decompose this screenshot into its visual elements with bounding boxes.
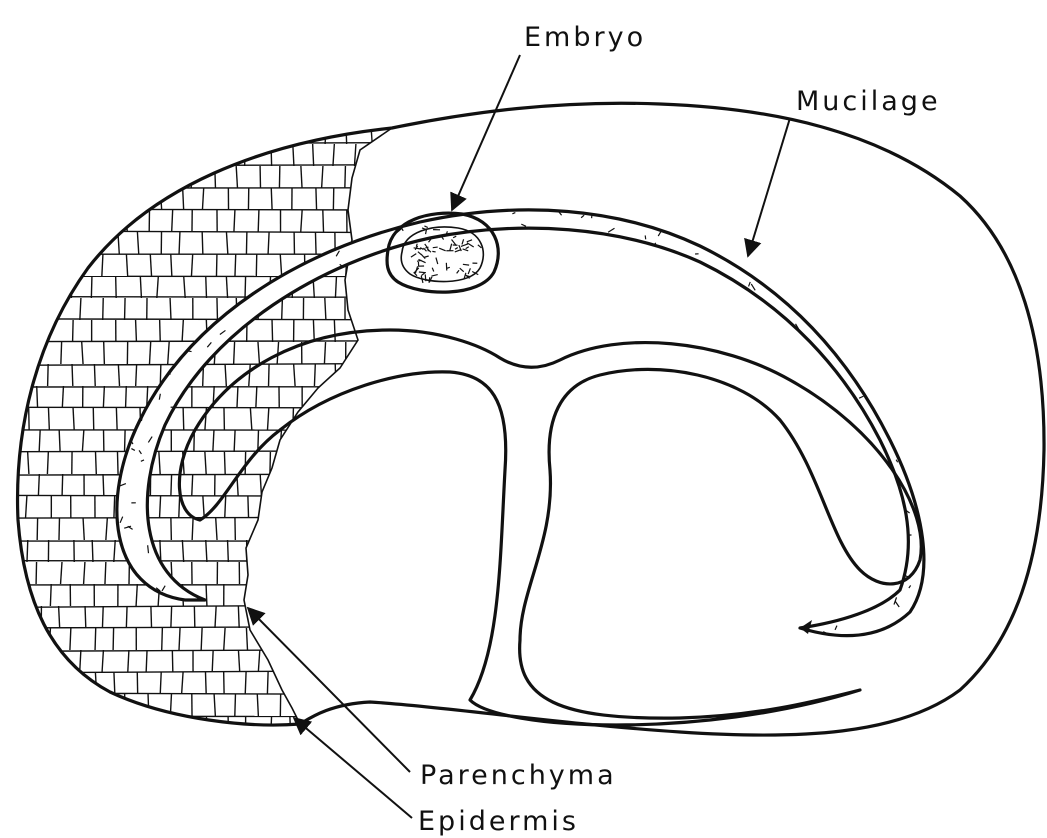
mucilage-leader-line [748, 118, 790, 256]
epidermis-label: Epidermis [418, 806, 579, 837]
parenchyma-cell-network [0, 100, 420, 760]
embryo-label: Embryo [524, 22, 646, 53]
epidermis-leader-line [294, 718, 412, 818]
embryo-leader-line [452, 55, 520, 210]
parenchyma-label: Parenchyma [420, 760, 617, 791]
seed-outer-outline [18, 103, 1044, 735]
inner-cavity-outline [179, 330, 921, 725]
cell-region-boundary [244, 128, 392, 724]
mucilage-band-outline [117, 210, 924, 636]
mucilage-label: Mucilage [796, 86, 941, 117]
